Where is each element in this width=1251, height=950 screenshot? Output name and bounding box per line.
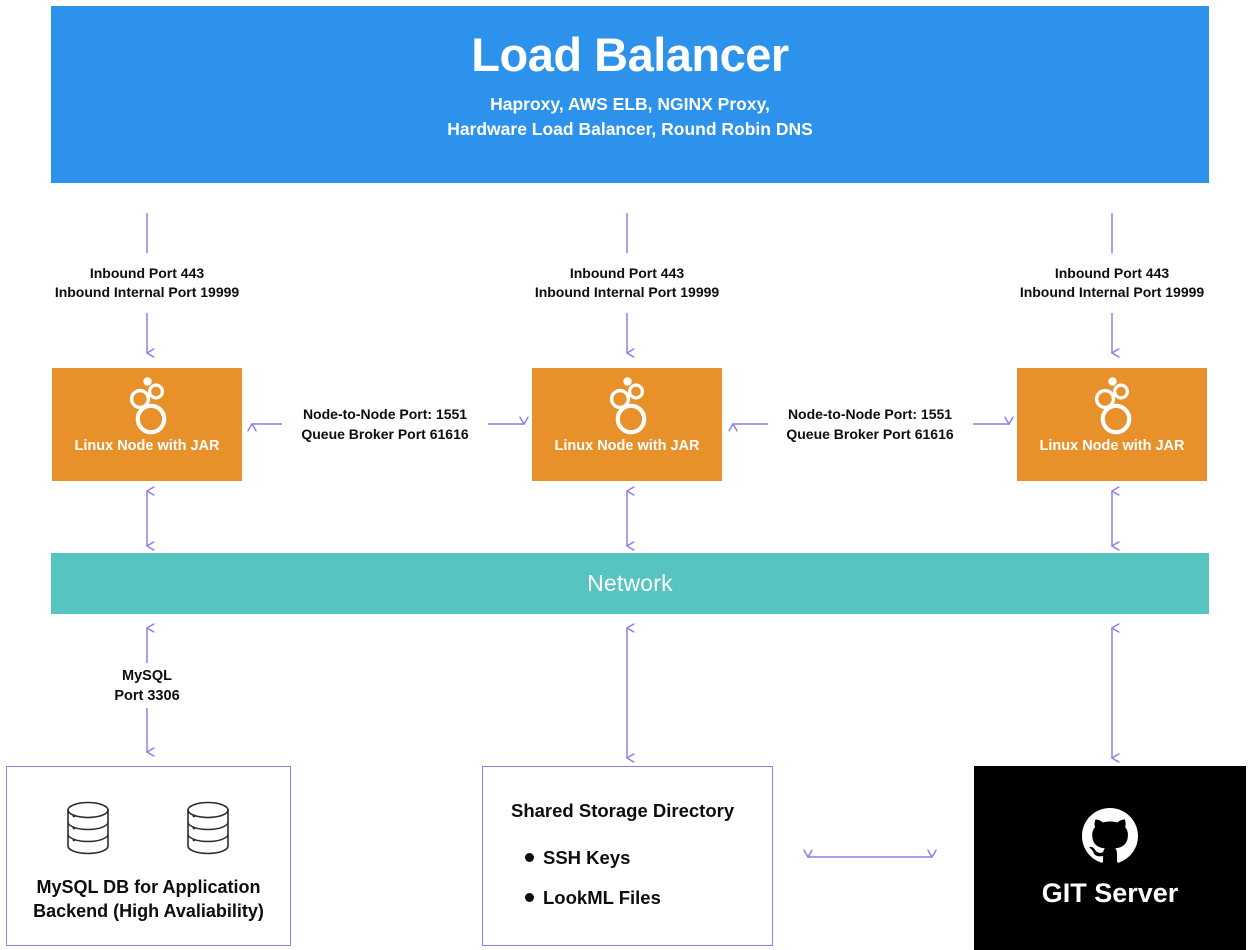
shared-storage-item-ssh-keys: SSH Keys: [525, 847, 630, 869]
mysql-link-label-line2: Port 3306: [114, 688, 180, 705]
git-server-box[interactable]: GIT Server: [974, 766, 1246, 950]
inbound-label-node-2-line1: Inbound Port 443: [569, 265, 685, 281]
mysql-database-caption-line1: MySQL DB for Application: [36, 877, 261, 897]
shared-storage-item-ssh-keys-label: SSH Keys: [543, 847, 631, 868]
linux-node-1-label: Linux Node with JAR: [74, 438, 220, 454]
shared-storage-box[interactable]: Shared Storage Directory SSH Keys LookML…: [482, 766, 773, 946]
git-server-label: GIT Server: [1041, 877, 1179, 908]
shared-storage-item-lookml-files: LookML Files: [525, 887, 661, 909]
inbound-label-node-1: Inbound Port 443 Inbound Internal Port 1…: [17, 264, 277, 302]
node-link-label-1-line1: Node-to-Node Port: 1551: [302, 406, 468, 422]
inbound-label-node-3-line1: Inbound Port 443: [1054, 265, 1170, 281]
mysql-link-label-line1: MySQL: [122, 668, 172, 684]
linux-node-3[interactable]: Linux Node with JAR: [1017, 368, 1207, 481]
looker-bubbles-icon: [129, 377, 167, 435]
network-label: Network: [587, 570, 673, 596]
node-link-label-1-line2: Queue Broker Port 61616: [301, 426, 469, 443]
shared-storage-title: Shared Storage Directory: [511, 800, 735, 821]
linux-node-2[interactable]: Linux Node with JAR: [532, 368, 722, 481]
bullet-icon: [525, 893, 534, 902]
looker-bubbles-icon: [609, 377, 647, 435]
load-balancer-banner: Load Balancer Haproxy, AWS ELB, NGINX Pr…: [51, 6, 1209, 183]
mysql-database-caption-line2: Backend (High Avaliability): [33, 901, 264, 922]
load-balancer-subtitle-line1: Haproxy, AWS ELB, NGINX Proxy,: [490, 94, 770, 115]
inbound-label-node-3-line2: Inbound Internal Port 19999: [1019, 283, 1205, 300]
shared-storage-item-lookml-files-label: LookML Files: [543, 887, 661, 908]
inbound-label-node-1-line2: Inbound Internal Port 19999: [54, 283, 240, 300]
mysql-database-caption: MySQL DB for Application Backend (High A…: [7, 875, 290, 924]
linux-node-3-label: Linux Node with JAR: [1039, 438, 1185, 454]
node-link-label-2-line1: Node-to-Node Port: 1551: [787, 406, 953, 422]
linux-node-2-label: Linux Node with JAR: [554, 438, 700, 454]
inbound-label-node-1-line1: Inbound Port 443: [89, 265, 205, 281]
mysql-link-label: MySQL Port 3306: [47, 666, 247, 707]
looker-bubbles-icon: [1094, 377, 1132, 435]
inbound-label-node-2-line2: Inbound Internal Port 19999: [534, 283, 720, 300]
linux-node-1[interactable]: Linux Node with JAR: [52, 368, 242, 481]
mysql-database-box[interactable]: MySQL DB for Application Backend (High A…: [6, 766, 291, 946]
node-link-label-2-line2: Queue Broker Port 61616: [786, 426, 954, 443]
load-balancer-subtitle-line2: Hardware Load Balancer, Round Robin DNS: [447, 119, 813, 140]
load-balancer-subtitle: Haproxy, AWS ELB, NGINX Proxy, Hardware …: [447, 92, 813, 143]
node-link-label-1: Node-to-Node Port: 1551 Queue Broker Por…: [285, 404, 485, 445]
database-cylinder-icon-right: [187, 801, 229, 855]
load-balancer-title: Load Balancer: [471, 28, 789, 81]
github-octocat-icon: [1082, 807, 1138, 863]
network-bar: Network: [51, 553, 1209, 614]
node-link-label-2: Node-to-Node Port: 1551 Queue Broker Por…: [770, 404, 970, 445]
inbound-label-node-3: Inbound Port 443 Inbound Internal Port 1…: [982, 264, 1242, 302]
database-cylinder-icon-left: [67, 801, 109, 855]
bullet-icon: [525, 853, 534, 862]
inbound-label-node-2: Inbound Port 443 Inbound Internal Port 1…: [497, 264, 757, 302]
